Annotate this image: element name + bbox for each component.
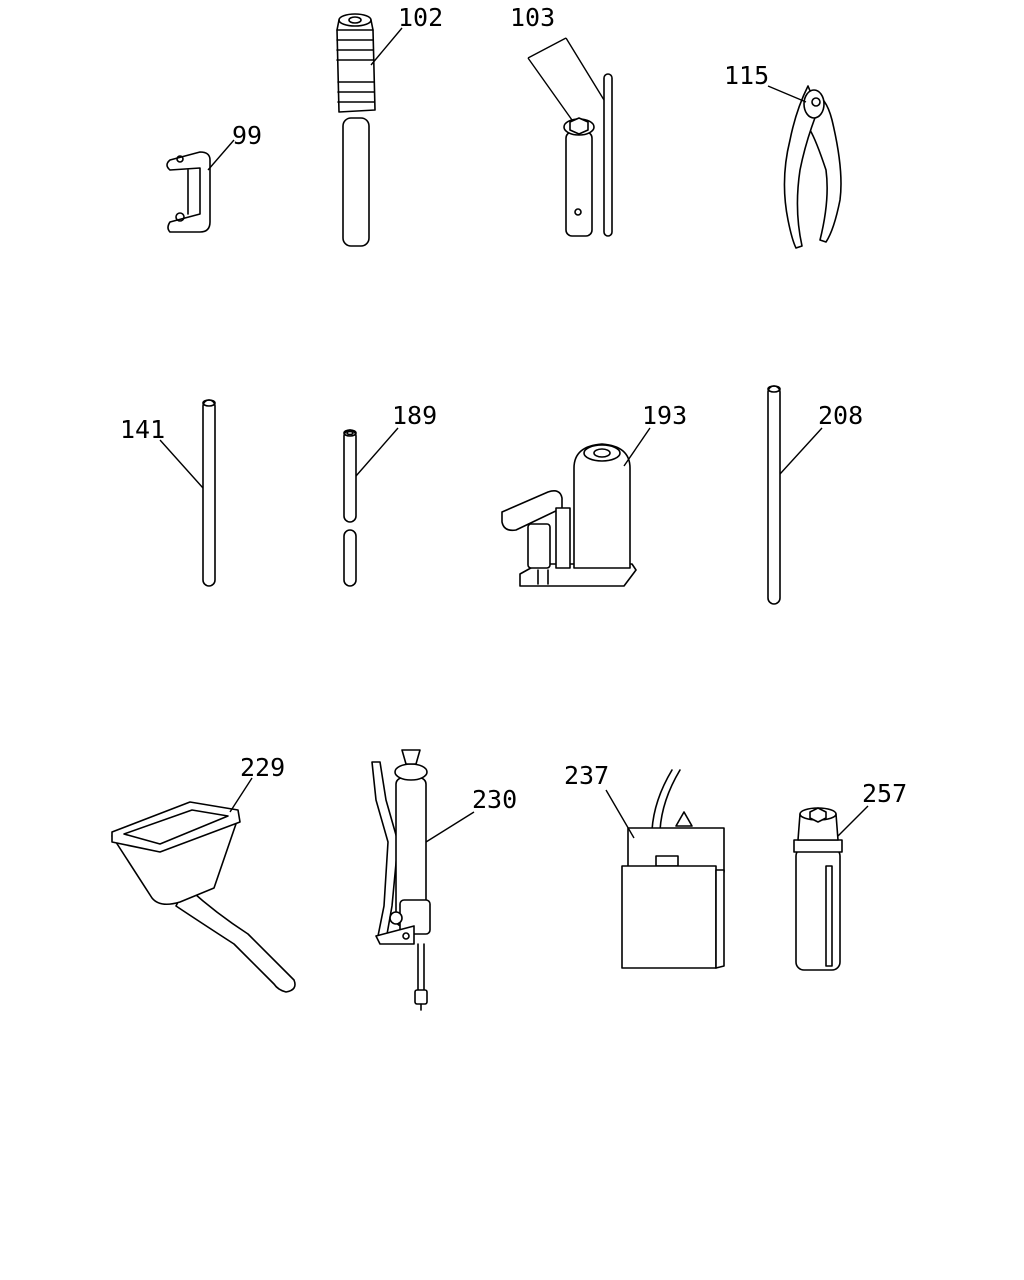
callout-257: 257 <box>862 779 907 808</box>
callout-193: 193 <box>642 401 687 430</box>
callout-229: 229 <box>240 753 285 782</box>
part-102-tool[interactable] <box>336 13 376 247</box>
leader-230 <box>425 811 475 843</box>
leader-237 <box>605 789 635 839</box>
part-115-pliers[interactable] <box>783 85 842 249</box>
callout-230: 230 <box>472 785 517 814</box>
leader-208 <box>779 427 823 475</box>
leader-193 <box>623 427 651 467</box>
leader-99 <box>207 139 235 171</box>
leader-229 <box>229 777 253 813</box>
callout-115: 115 <box>724 61 769 90</box>
callout-99: 99 <box>232 121 262 150</box>
part-99-bracket[interactable] <box>166 151 211 233</box>
callout-189: 189 <box>392 401 437 430</box>
part-189-tube[interactable] <box>343 429 357 587</box>
leader-141 <box>159 439 204 489</box>
part-229-funnel[interactable] <box>111 801 296 993</box>
part-193-bottle-jack[interactable] <box>501 443 637 587</box>
part-103-box-wrench[interactable] <box>563 73 613 237</box>
leader-115 <box>767 85 807 103</box>
callout-237: 237 <box>564 761 609 790</box>
leader-103-c <box>527 57 573 121</box>
part-237-box[interactable] <box>621 769 725 969</box>
callout-102: 102 <box>398 3 443 32</box>
leader-103-a <box>527 37 567 59</box>
callout-103: 103 <box>510 3 555 32</box>
leader-189 <box>355 427 399 477</box>
part-141-rod[interactable] <box>202 399 216 587</box>
leader-102 <box>370 27 403 66</box>
part-208-rod[interactable] <box>767 385 781 605</box>
part-257-socket[interactable] <box>793 807 843 971</box>
part-230-grease-gun[interactable] <box>371 749 431 1011</box>
leader-257 <box>837 805 869 837</box>
callout-208: 208 <box>818 401 863 430</box>
callout-141: 141 <box>120 415 165 444</box>
leader-103-b <box>565 37 605 101</box>
